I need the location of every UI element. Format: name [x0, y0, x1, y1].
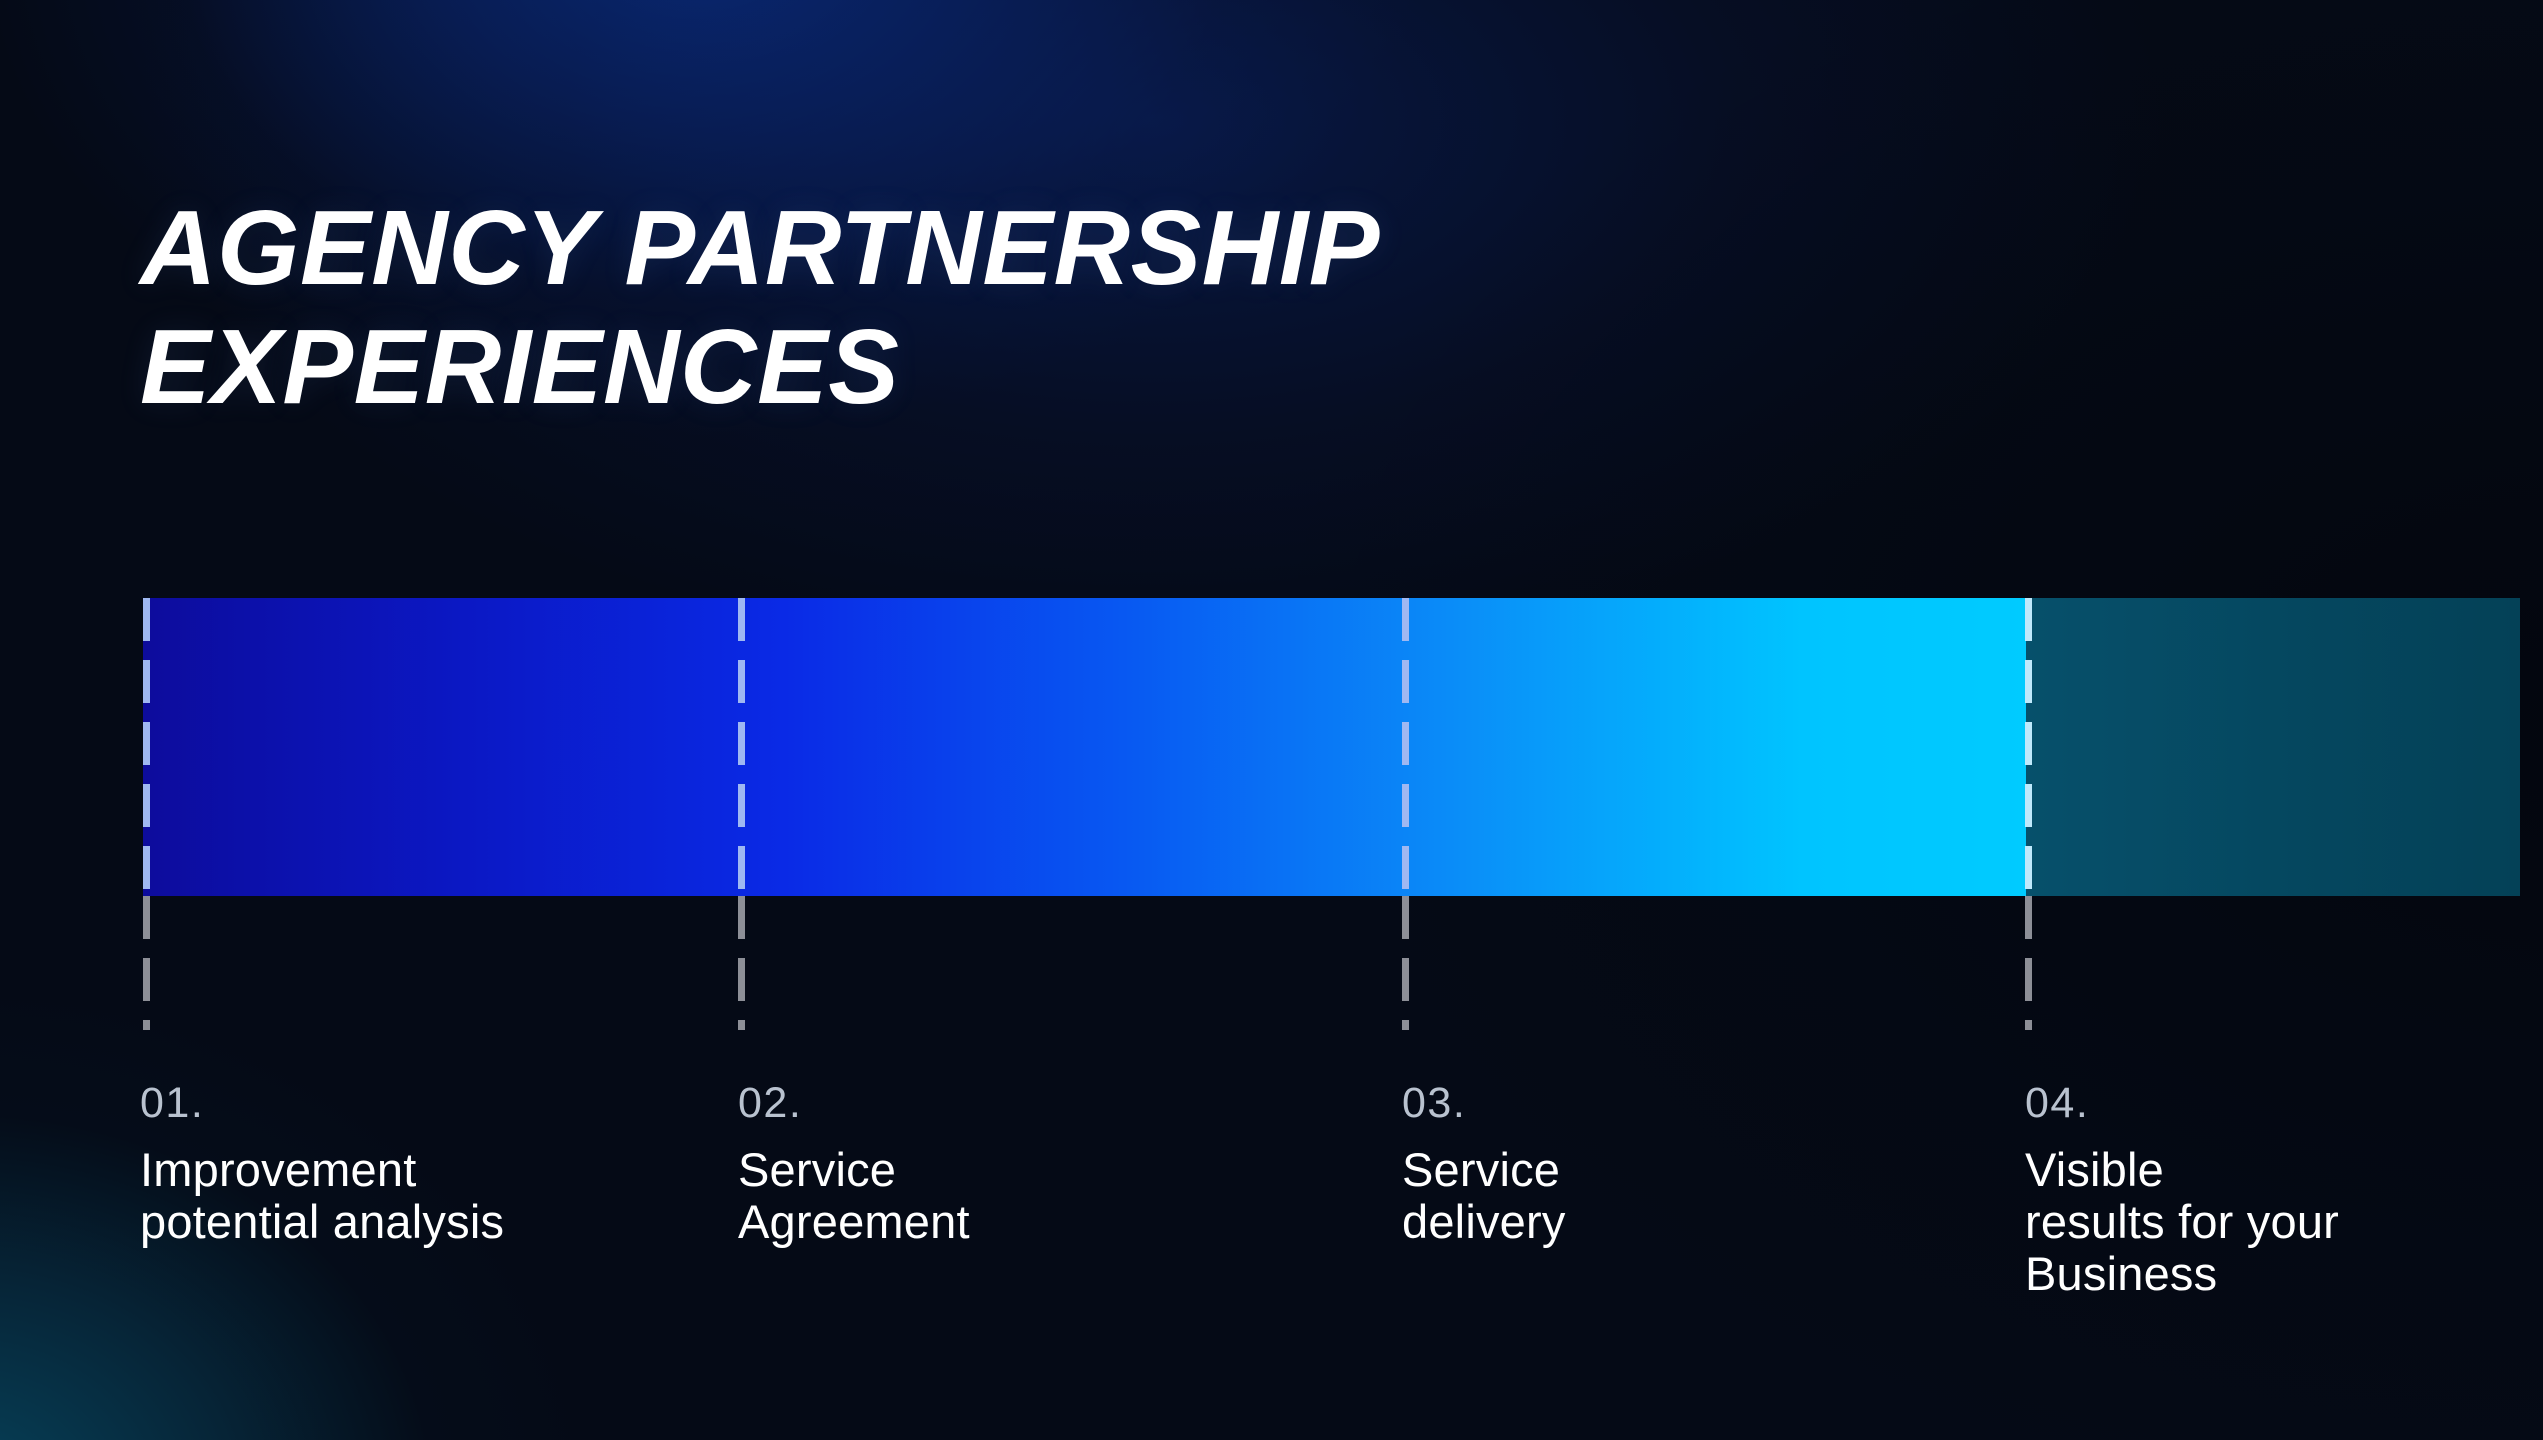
step-divider-4: [2025, 598, 2032, 1030]
step-divider-2-inside: [738, 598, 745, 896]
step-divider-3: [1402, 598, 1409, 1030]
step-title-2: Service Agreement: [738, 1143, 970, 1248]
step-number-1: 01.: [140, 1079, 205, 1127]
progress-bar: [143, 598, 2520, 896]
step-list: 01. Improvement potential analysis 02. S…: [0, 1078, 2543, 1378]
page-title: AGENCY PARTNERSHIP EXPERIENCES: [140, 189, 1381, 427]
step-number-4: 04.: [2025, 1079, 2090, 1127]
step-divider-3-outside: [1402, 896, 1409, 1030]
step-number-3: 03.: [1402, 1079, 1467, 1127]
step-divider-3-inside: [1402, 598, 1409, 896]
step-item-4: 04. Visible results for your Business: [2025, 1078, 2543, 1300]
step-divider-4-outside: [2025, 896, 2032, 1030]
step-item-1: 01. Improvement potential analysis: [140, 1078, 700, 1248]
step-number-2: 02.: [738, 1079, 803, 1127]
step-divider-1-outside: [143, 896, 150, 1030]
progress-bar-remaining: [2025, 598, 2520, 896]
progress-bar-filled: [143, 598, 2028, 896]
step-divider-1-inside: [143, 598, 150, 896]
step-title-4: Visible results for your Business: [2025, 1143, 2340, 1300]
step-title-3: Service delivery: [1402, 1143, 1566, 1248]
step-divider-2: [738, 598, 745, 1030]
step-divider-2-outside: [738, 896, 745, 1030]
step-item-2: 02. Service Agreement: [738, 1078, 1298, 1248]
step-title-1: Improvement potential analysis: [140, 1143, 505, 1248]
step-item-3: 03. Service delivery: [1402, 1078, 1962, 1248]
step-divider-1: [143, 598, 150, 1030]
step-divider-4-inside: [2025, 598, 2032, 896]
